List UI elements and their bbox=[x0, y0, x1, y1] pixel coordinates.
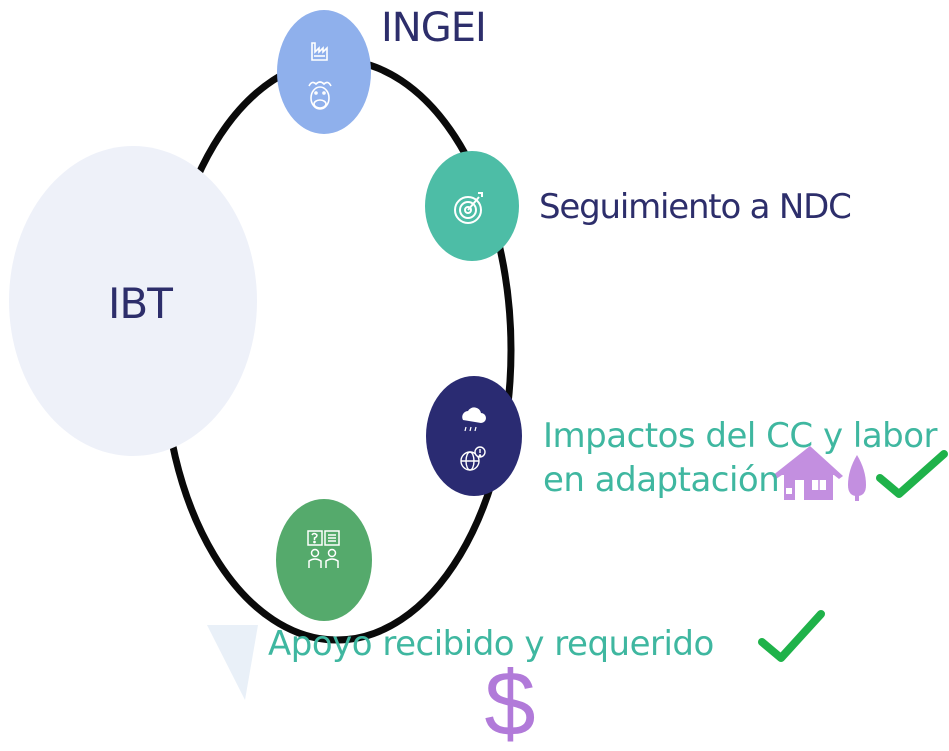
factory-icon bbox=[311, 42, 328, 61]
dollar-icon: $ bbox=[484, 653, 535, 751]
target-icon bbox=[454, 192, 483, 224]
rain-cloud-icon bbox=[462, 407, 486, 432]
node-label-impactos-line1: Impactos del CC y labor bbox=[543, 416, 938, 456]
node-label-ndc: Seguimiento a NDC bbox=[539, 187, 852, 227]
node-ndc bbox=[425, 151, 519, 261]
check-icon bbox=[876, 450, 948, 498]
cow-icon bbox=[308, 81, 332, 110]
node-label-ingei: INGEI bbox=[381, 5, 487, 51]
node-label-impactos-line2: en adaptación bbox=[543, 460, 780, 500]
house-tree-icon bbox=[772, 446, 866, 501]
center-label-ibt: IBT bbox=[108, 279, 173, 328]
node-impactos bbox=[426, 376, 522, 496]
globe-alert-icon bbox=[460, 446, 486, 471]
node-ingei bbox=[277, 10, 371, 134]
node-label-apoyo: Apoyo recibido y requerido bbox=[268, 624, 714, 664]
decorative-wedge bbox=[207, 625, 258, 700]
ibt-circle bbox=[9, 146, 257, 456]
people-discussion-icon bbox=[307, 530, 340, 568]
node-apoyo bbox=[276, 499, 372, 621]
check-icon bbox=[758, 610, 825, 662]
